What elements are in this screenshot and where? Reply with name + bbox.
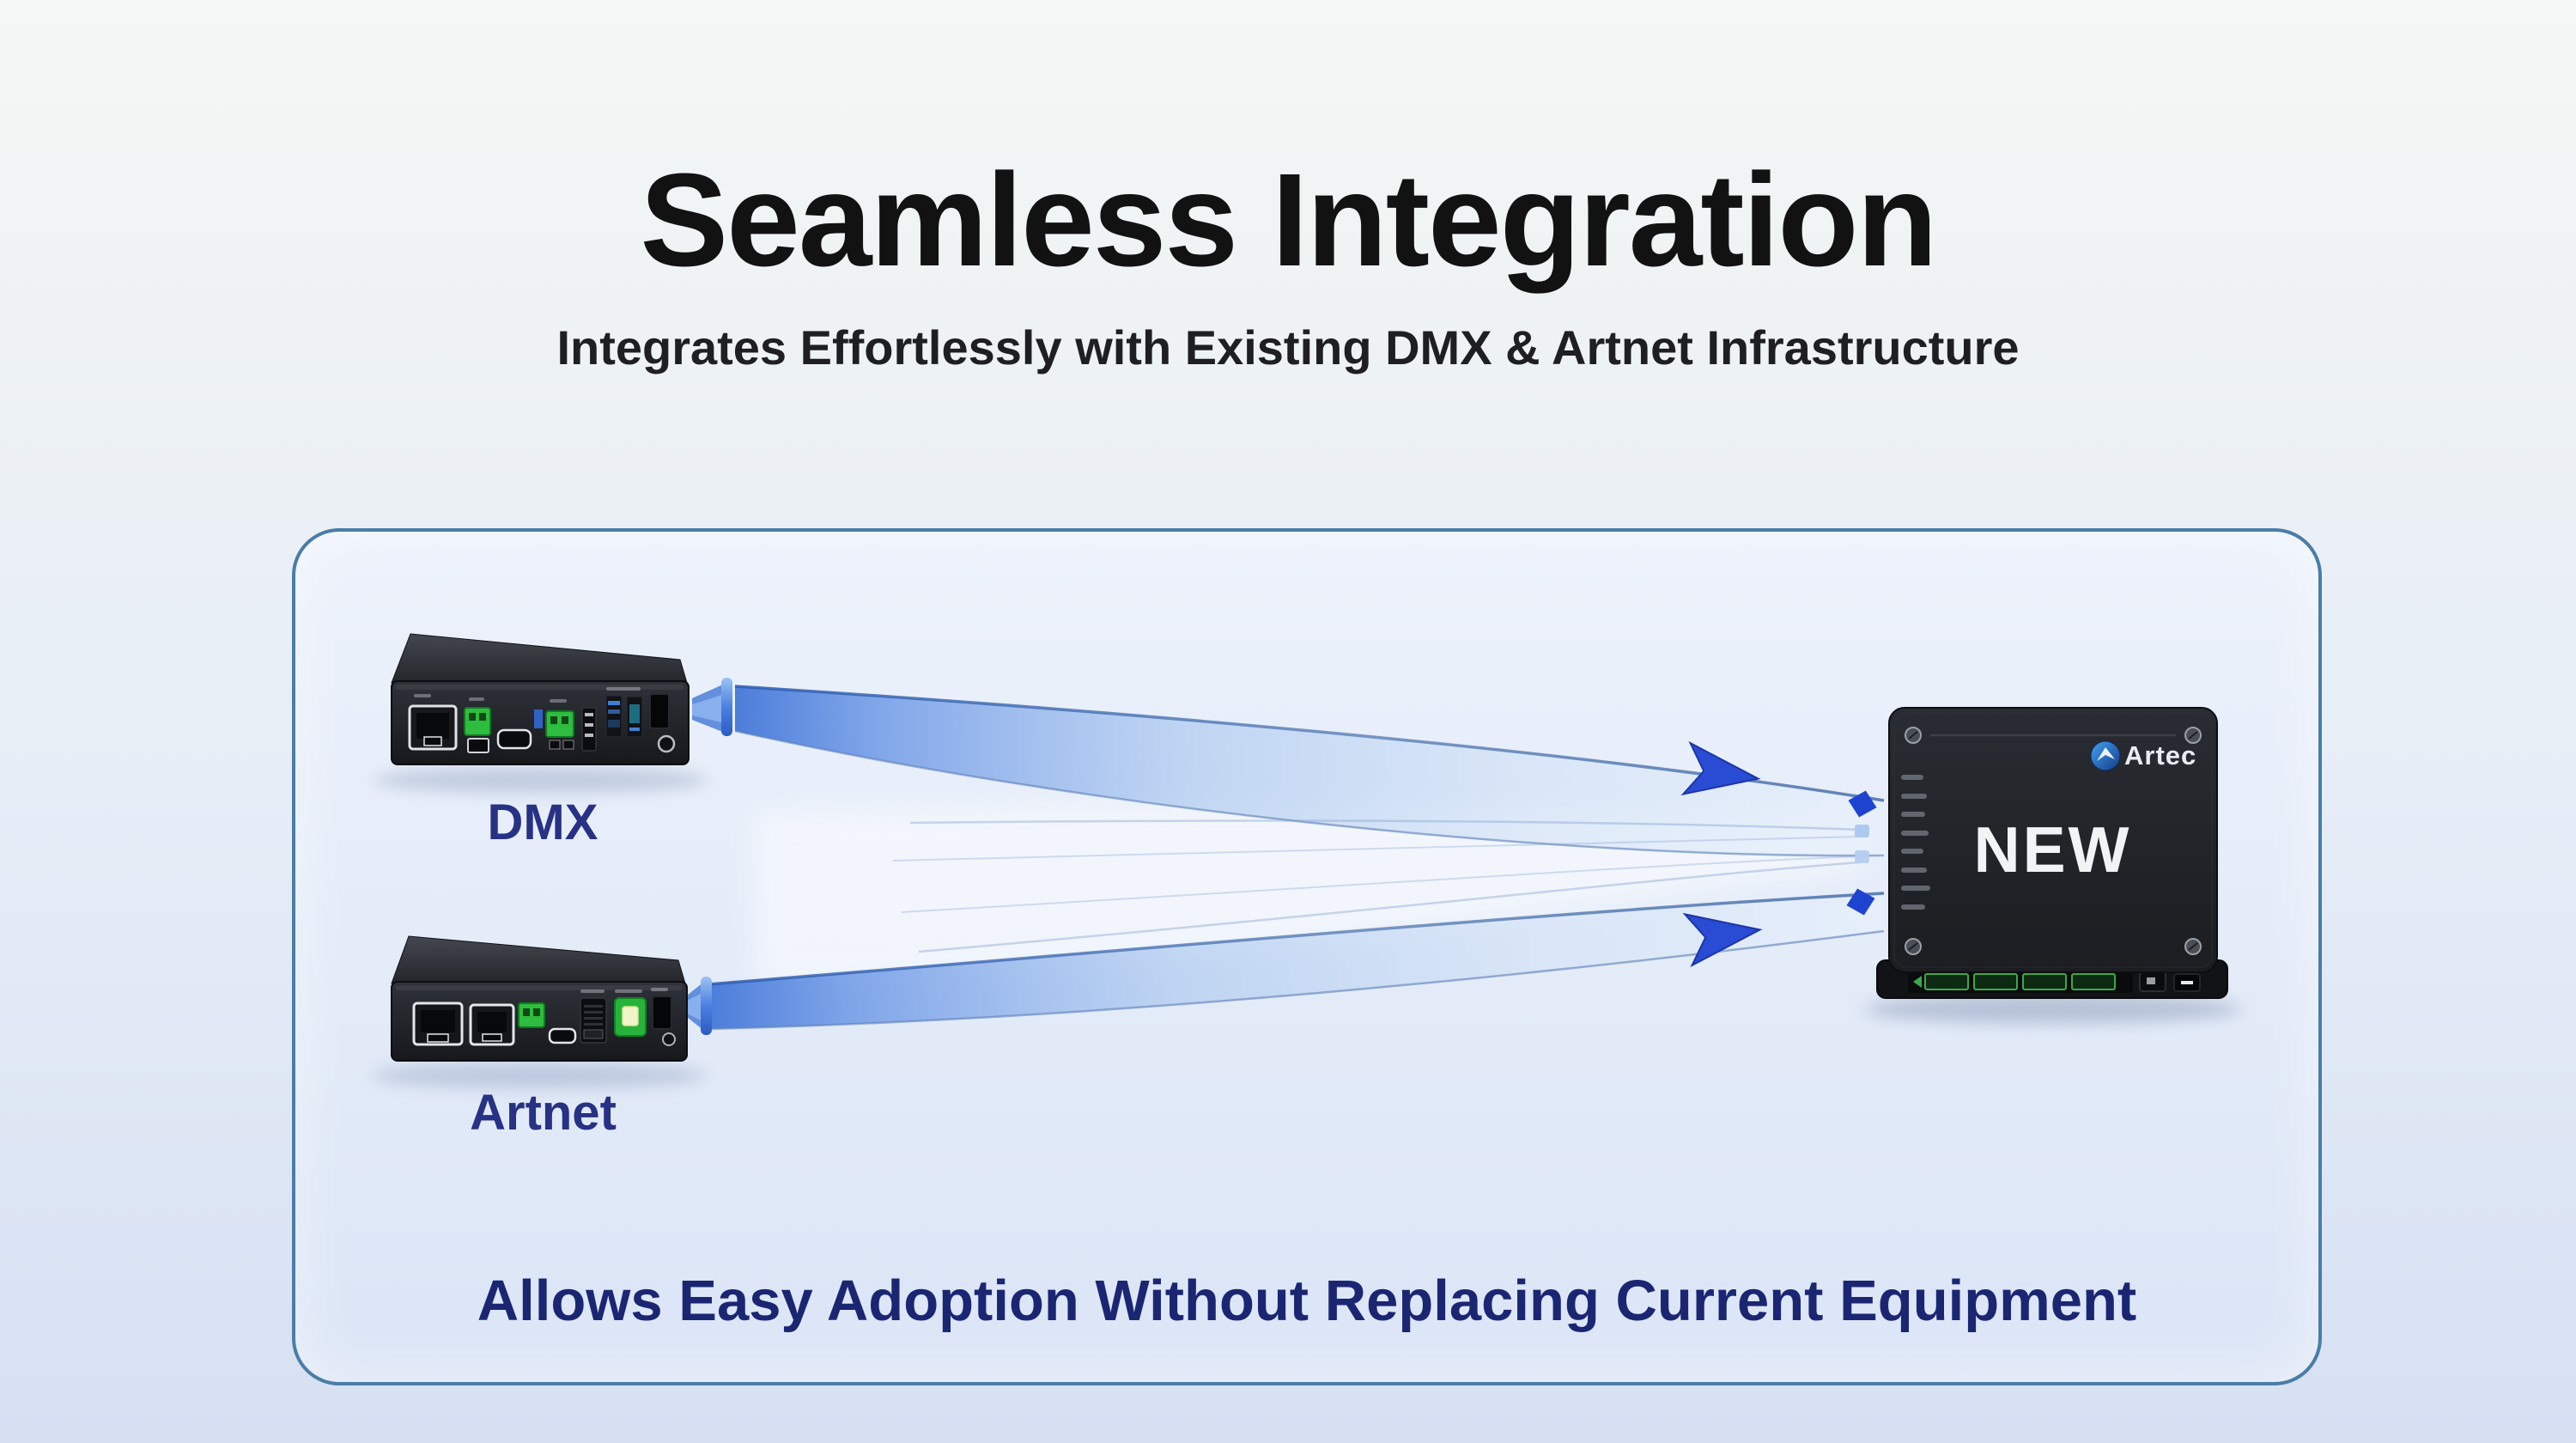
- rj45-port-icon: [408, 704, 458, 751]
- page-subtitle: Integrates Effortlessly with Existing DM…: [556, 320, 2020, 374]
- rj45-port-icon-2: [469, 1003, 515, 1046]
- terminal-block-icon: [464, 707, 491, 753]
- beam-dmx-bottom-edge: [734, 729, 1885, 857]
- diamond-arrow-top: [1848, 790, 1877, 818]
- face-inner-edge: [1893, 712, 2213, 968]
- dmx-top-face: [391, 633, 688, 684]
- beam-artnet-top-edge: [708, 892, 1885, 986]
- illuminated-button-icon: [614, 997, 647, 1037]
- new-device-shadow: [1863, 995, 2241, 1024]
- terminal-block-icon-2: [545, 710, 574, 750]
- port-label-marks: [580, 988, 668, 993]
- aux-port-icon: [652, 995, 672, 1030]
- power-button-icon: [657, 734, 676, 753]
- screw-icon: [662, 1032, 676, 1046]
- beam-artnet-to-new: [708, 893, 1884, 1029]
- artnet-device-shadow: [372, 1062, 707, 1088]
- terminal-block-icon: [518, 1002, 545, 1028]
- new-device-face: [1888, 707, 2218, 973]
- hdmi-port-icon: [548, 1027, 577, 1044]
- dmx-device-label: DMX: [487, 795, 598, 850]
- chip-icon: [534, 709, 543, 728]
- toggle-switch-icon: [580, 997, 607, 1044]
- face-highlight: [396, 685, 684, 690]
- panel-caption: Allows Easy Adoption Without Replacing C…: [477, 1269, 2137, 1333]
- port-label-marks: [414, 687, 641, 703]
- hdmi-port-icon: [496, 728, 532, 750]
- arrowhead-bottom: [1682, 912, 1763, 968]
- status-module-icon: [605, 695, 643, 738]
- diamond-arrow-bottom: [1846, 888, 1875, 916]
- page-title: Seamless Integration: [640, 146, 1937, 294]
- aux-port-icon: [649, 693, 670, 729]
- artnet-device-label: Artnet: [470, 1085, 617, 1141]
- beams-group: [687, 678, 1885, 1035]
- artnet-top-face: [391, 935, 686, 984]
- brand-logo-text: Artec: [2124, 740, 2197, 770]
- new-device-label: NEW: [1973, 813, 2132, 886]
- artnet-device: [391, 935, 688, 1062]
- brand-logo-icon: [2090, 740, 2121, 771]
- connector-ticks: [1855, 825, 1869, 863]
- rj45-port-icon: [412, 1002, 464, 1046]
- arrowhead-top: [1680, 740, 1761, 796]
- beam-artnet-bottom-edge: [708, 929, 1885, 1031]
- face-highlight: [396, 985, 683, 990]
- beam-start-connector-dmx: [692, 678, 732, 736]
- beam-haze: [756, 805, 1863, 989]
- dip-switch-icon: [581, 707, 597, 752]
- dmx-device-shadow: [374, 767, 708, 793]
- screw-icons: [1905, 727, 2202, 955]
- new-device: [1876, 707, 2228, 999]
- beam-dmx-to-new: [735, 686, 1884, 858]
- signal-lines: [892, 819, 1861, 953]
- beam-start-connector-artnet: [687, 977, 712, 1035]
- port-label-marks: [1901, 775, 1930, 910]
- base-port-icons: [2139, 971, 2201, 992]
- green-terminal-row-icon: [1913, 973, 2116, 990]
- dmx-device: [391, 633, 690, 765]
